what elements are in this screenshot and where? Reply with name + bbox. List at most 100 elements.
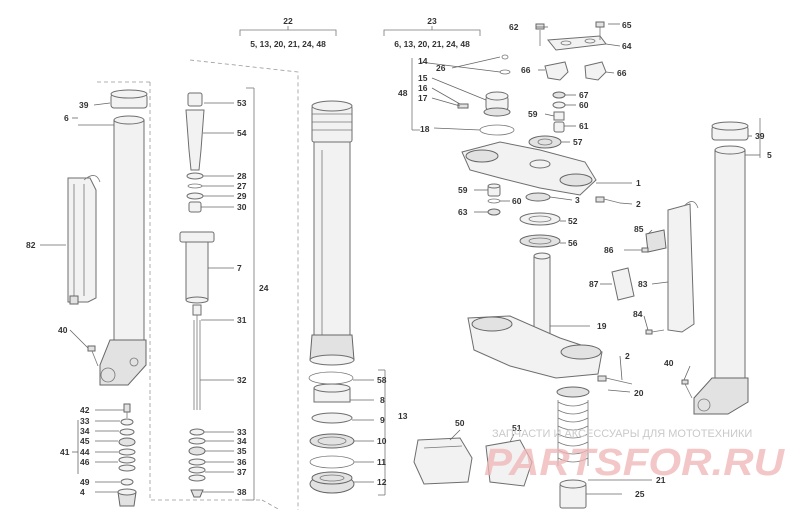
part-53: [187, 92, 203, 107]
callout-30: 30: [237, 202, 247, 212]
callout-labels: 39 6 82 40 42 33 34 45 44 41 46 49 4 53 …: [26, 20, 772, 499]
part-54: [185, 109, 205, 171]
callout-86: 86: [604, 245, 614, 255]
callout-85: 85: [634, 224, 644, 234]
callout-37: 37: [237, 467, 247, 477]
callout-25: 25: [635, 489, 645, 499]
callout-26: 26: [436, 63, 446, 73]
callout-63: 63: [458, 207, 468, 217]
callout-87: 87: [589, 279, 599, 289]
part-57: [528, 135, 562, 149]
part-82-guard: [67, 175, 101, 305]
callout-8: 8: [380, 395, 385, 405]
callout-15: 15: [418, 73, 428, 83]
callout-36: 36: [237, 457, 247, 467]
callout-52: 52: [568, 216, 578, 226]
part-50: [413, 437, 473, 485]
callout-59-low: 59: [458, 185, 468, 195]
upper-triple-clamp: [461, 141, 597, 196]
callout-39-left: 39: [79, 100, 89, 110]
callout-64: 64: [622, 41, 632, 51]
callout-1: 1: [636, 178, 641, 188]
leader-lines: [40, 23, 760, 495]
part-87: [611, 267, 635, 301]
callout-67: 67: [579, 90, 589, 100]
part-6-fork-bottom-left: [99, 339, 147, 386]
part-51: [485, 439, 533, 487]
callout-51: 51: [512, 423, 522, 433]
outer-tube: [309, 100, 355, 366]
callout-53: 53: [237, 98, 247, 108]
callout-4: 4: [80, 487, 85, 497]
callout-32: 32: [237, 375, 247, 385]
callout-60-top: 60: [579, 100, 589, 110]
callout-59-top: 59: [528, 109, 538, 119]
group-labels: 22 5, 13, 20, 21, 24, 48 23 6, 13, 20, 2…: [250, 16, 470, 49]
callout-29: 29: [237, 191, 247, 201]
callout-14: 14: [418, 56, 428, 66]
callout-65: 65: [622, 20, 632, 30]
part-64: [547, 35, 607, 51]
right-guard-parts: [611, 201, 699, 399]
callout-83: 83: [638, 279, 648, 289]
callout-54: 54: [237, 128, 247, 138]
part-83: [667, 203, 695, 333]
handlebar-clamps: [535, 21, 607, 133]
group-22-parts: 5, 13, 20, 21, 24, 48: [250, 39, 326, 49]
part-7-body: [185, 241, 209, 301]
part-18-oring: [479, 124, 515, 136]
callout-2-top: 2: [636, 199, 641, 209]
callout-7: 7: [237, 263, 242, 273]
watermark-logo: PARTSFOR.RU: [484, 442, 786, 484]
callout-31: 31: [237, 315, 247, 325]
callout-57: 57: [573, 137, 583, 147]
callout-3: 3: [575, 195, 580, 205]
callout-45: 45: [80, 436, 90, 446]
part-7-top: [179, 231, 215, 243]
lower-triple-clamp: [467, 252, 633, 385]
callout-61: 61: [579, 121, 589, 131]
group-23-number: 23: [427, 16, 437, 26]
watermark: ЗАПЧАСТИ И АКСЕССУАРЫ ДЛЯ МОТОТЕХНИКИ PA…: [484, 428, 786, 484]
bracket-22: [239, 29, 337, 36]
callout-39-right: 39: [755, 131, 765, 141]
callout-82: 82: [26, 240, 36, 250]
callout-21: 21: [656, 475, 666, 485]
left-fork-leg: [97, 81, 151, 396]
callout-17: 17: [418, 93, 428, 103]
callout-34-mid: 34: [237, 436, 247, 446]
bearings: [519, 192, 561, 248]
callout-33-left: 33: [80, 416, 90, 426]
callout-35: 35: [237, 446, 247, 456]
callout-40-left: 40: [58, 325, 68, 335]
callout-9: 9: [380, 415, 385, 425]
callout-38: 38: [237, 487, 247, 497]
spring-and-spacer: [556, 386, 590, 509]
damper-parts: [179, 92, 215, 498]
callout-44: 44: [80, 447, 90, 457]
callout-19: 19: [597, 321, 607, 331]
callout-60-low: 60: [512, 196, 522, 206]
right-fork-leg: [693, 118, 761, 415]
callout-58: 58: [377, 375, 387, 385]
callout-27: 27: [237, 181, 247, 191]
part-85: [645, 229, 667, 253]
watermark-caption: ЗАПЧАСТИ И АКСЕССУАРЫ ДЛЯ МОТОТЕХНИКИ: [492, 428, 752, 440]
callout-11: 11: [377, 457, 386, 467]
callout-12: 12: [377, 477, 387, 487]
callout-20: 20: [634, 388, 644, 398]
callout-40-right: 40: [664, 358, 674, 368]
group-22-number: 22: [283, 16, 293, 26]
callout-41: 41: [60, 447, 70, 457]
callout-56: 56: [568, 238, 578, 248]
callout-6: 6: [64, 113, 69, 123]
steering-head-parts: [457, 54, 562, 149]
callout-16: 16: [418, 83, 428, 93]
callout-24: 24: [259, 283, 269, 293]
bags: [413, 437, 533, 487]
callout-48: 48: [398, 88, 408, 98]
callout-2-low: 2: [625, 351, 630, 361]
left-small-parts: [117, 403, 137, 507]
seal-stack: [308, 371, 355, 494]
